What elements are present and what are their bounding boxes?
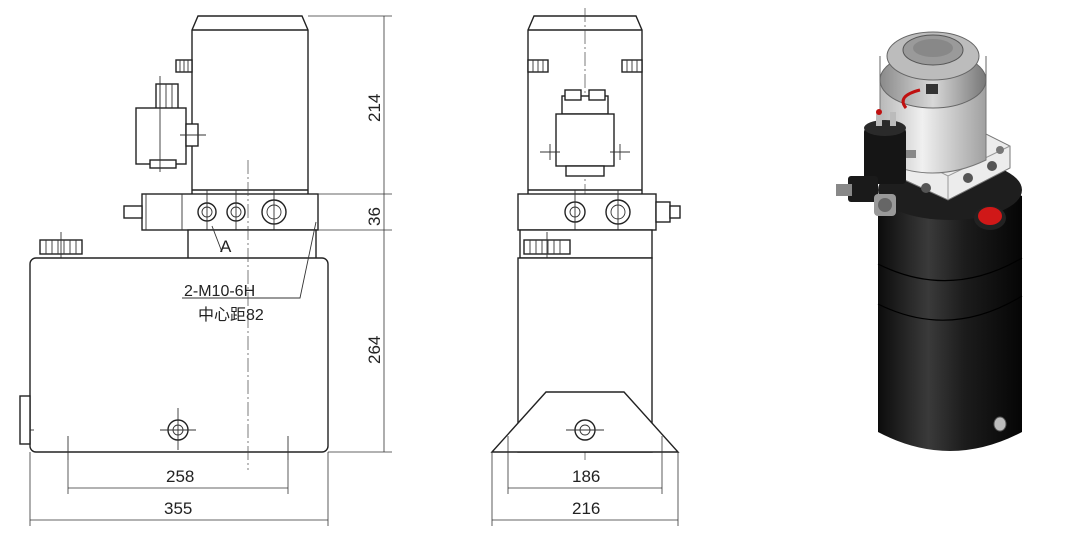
dim-216: 216 xyxy=(572,499,600,518)
front-motor xyxy=(191,15,309,199)
front-solenoid-valve xyxy=(135,76,206,172)
center-distance-note: 中心距82 xyxy=(198,306,264,324)
dim-214: 214 xyxy=(365,94,384,122)
dim-355: 355 xyxy=(164,499,192,518)
front-tank xyxy=(19,160,329,470)
front-valve-block xyxy=(123,190,319,261)
render-tank xyxy=(877,160,1023,452)
render-motor xyxy=(879,31,987,174)
render-filler-cap xyxy=(974,206,1006,230)
front-view: A 2-M10-6H 中心距82 214 36 264 258 355 xyxy=(19,15,392,526)
port-label: A xyxy=(220,237,232,256)
product-render xyxy=(836,31,1023,452)
dim-258: 258 xyxy=(166,467,194,486)
side-view: 186 216 xyxy=(490,8,681,526)
dim-264: 264 xyxy=(365,336,384,364)
dim-36: 36 xyxy=(365,207,384,226)
render-solenoid xyxy=(836,109,916,216)
front-terminal xyxy=(175,59,193,73)
front-horizontal-dimensions: 258 355 xyxy=(29,452,329,526)
thread-note: 2-M10-6H xyxy=(184,283,255,300)
red-cap-icon xyxy=(978,207,1002,225)
front-vertical-dimensions: 214 36 264 xyxy=(308,15,392,453)
front-port-callout: A 2-M10-6H 中心距82 xyxy=(182,221,317,324)
dim-186: 186 xyxy=(572,467,600,486)
